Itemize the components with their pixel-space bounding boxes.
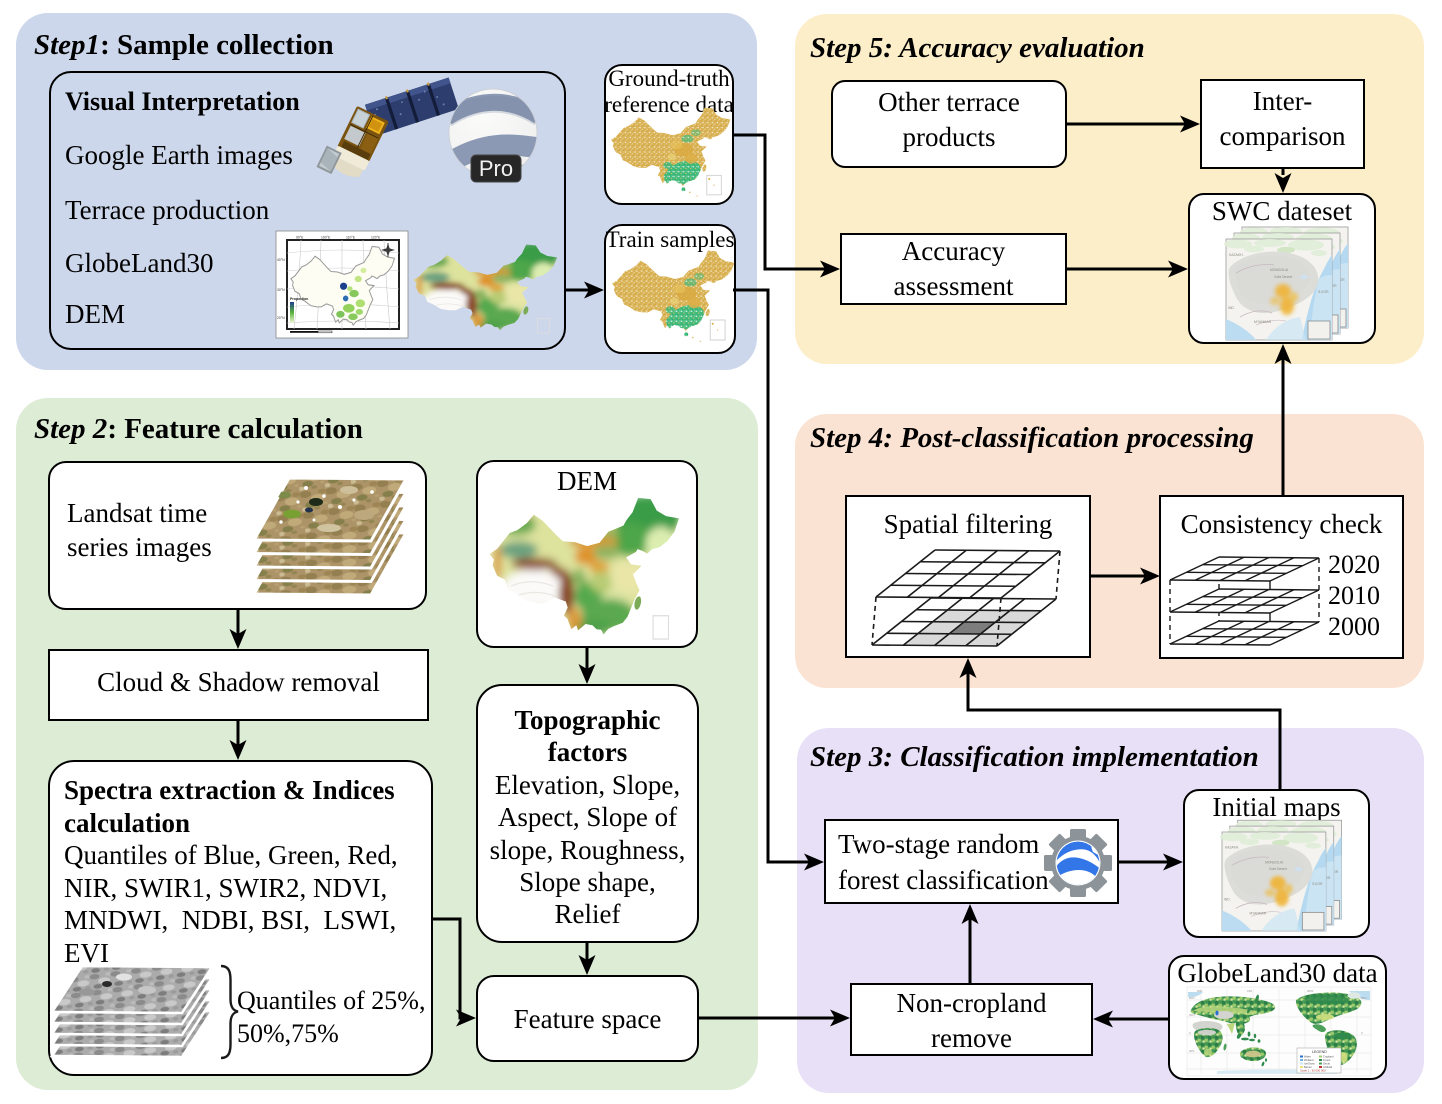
svg-text:Proportion: Proportion (290, 297, 308, 301)
svg-text:30N: 30N (1189, 1013, 1195, 1017)
svg-text:Shrub: Shrub (1323, 1062, 1330, 1066)
svg-text:30S: 30S (1189, 1049, 1194, 1053)
svg-text:90W: 90W (1307, 989, 1313, 993)
svg-text:90°E: 90°E (296, 236, 304, 240)
svg-text:90E: 90E (1197, 989, 1202, 993)
svg-text:Wetland: Wetland (1304, 1058, 1314, 1062)
svg-text:60N: 60N (1361, 996, 1367, 1000)
svg-text:100°E: 100°E (321, 236, 331, 240)
svg-text:60N: 60N (1189, 996, 1195, 1000)
svg-text:110°E: 110°E (346, 236, 356, 240)
svg-text:Pro: Pro (479, 156, 513, 181)
svg-text:30°N: 30°N (277, 288, 285, 292)
svg-text:LEGEND: LEGEND (1312, 1050, 1327, 1054)
svg-text:180: 180 (1247, 989, 1252, 993)
svg-text:20°N: 20°N (277, 316, 285, 320)
svg-text:120°E: 120°E (371, 236, 381, 240)
svg-text:Forest: Forest (1323, 1058, 1331, 1062)
svg-text:0: 0 (1361, 1031, 1363, 1035)
svg-text:Barren: Barren (1304, 1065, 1312, 1069)
svg-text:Cropland: Cropland (1323, 1055, 1334, 1059)
svg-text:0: 0 (1189, 1031, 1191, 1035)
svg-text:Artificial: Artificial (1323, 1065, 1333, 1069)
svg-text:Water: Water (1304, 1055, 1311, 1059)
svg-text:Ice/Snow: Ice/Snow (1304, 1062, 1315, 1066)
svg-text:Scale 1 : 30 000 000: Scale 1 : 30 000 000 (1300, 1069, 1326, 1073)
svg-text:40°N: 40°N (277, 258, 285, 262)
